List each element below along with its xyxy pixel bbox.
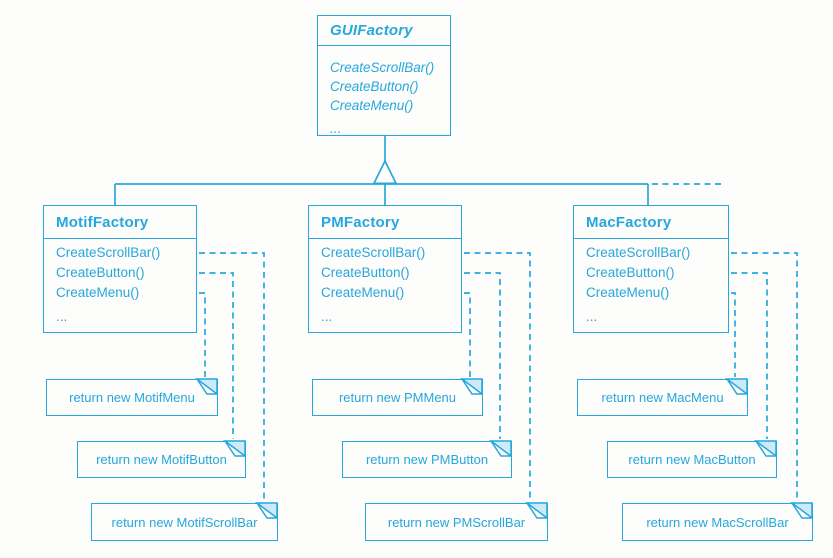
class-title: PMFactory xyxy=(309,206,461,239)
class-title: MotifFactory xyxy=(44,206,196,239)
method-ellipsis: ... xyxy=(56,309,68,324)
method: CreateMenu() xyxy=(321,285,405,300)
note-motifscrollbar: return new MotifScrollBar xyxy=(91,502,278,541)
method: CreateButton() xyxy=(330,79,419,94)
method: CreateScrollBar() xyxy=(330,60,435,75)
note-fold-icon xyxy=(222,440,246,458)
method: CreateMenu() xyxy=(330,98,414,113)
note-text: return new PMMenu xyxy=(338,390,457,405)
note-pmbutton: return new PMButton xyxy=(342,440,512,478)
note-fold-icon xyxy=(753,440,777,458)
method-ellipsis: ... xyxy=(330,121,342,136)
class-pmfactory: PMFactory CreateScrollBar() CreateButton… xyxy=(308,205,462,333)
method-ellipsis: ... xyxy=(321,309,333,324)
creates-dashed-link xyxy=(464,292,471,377)
method: CreateMenu() xyxy=(586,285,670,300)
note-macbutton: return new MacButton xyxy=(607,440,777,478)
note-text: return new MacButton xyxy=(628,452,756,467)
note-macmenu: return new MacMenu xyxy=(577,378,748,416)
note-text: return new MacMenu xyxy=(601,390,724,405)
note-text: return new PMScrollBar xyxy=(387,514,526,530)
method: CreateScrollBar() xyxy=(321,245,426,260)
note-text: return new MotifMenu xyxy=(69,390,195,405)
creates-dashed-link xyxy=(199,292,206,377)
note-pmscrollbar: return new PMScrollBar xyxy=(365,502,548,541)
inheritance-triangle-icon xyxy=(372,159,398,185)
note-fold-icon xyxy=(459,378,483,396)
note-text: return new MacScrollBar xyxy=(646,514,789,530)
class-title: GUIFactory xyxy=(318,16,450,46)
note-text: return new MotifButton xyxy=(96,452,227,467)
method-ellipsis: ... xyxy=(586,309,598,324)
note-text: return new PMButton xyxy=(365,452,489,467)
note-macscrollbar: return new MacScrollBar xyxy=(622,502,813,541)
note-motifbutton: return new MotifButton xyxy=(77,440,246,478)
class-title: MacFactory xyxy=(574,206,728,239)
note-motifmenu: return new MotifMenu xyxy=(46,378,218,416)
note-fold-icon xyxy=(254,502,278,520)
creates-dashed-link xyxy=(731,292,736,377)
method-list: CreateScrollBar() CreateButton() CreateM… xyxy=(318,46,450,138)
note-fold-icon xyxy=(789,502,813,520)
note-fold-icon xyxy=(194,378,218,396)
method: CreateMenu() xyxy=(56,285,140,300)
note-text: return new MotifScrollBar xyxy=(111,514,258,530)
method-list: CreateScrollBar() CreateButton() CreateM… xyxy=(574,239,728,327)
note-fold-icon xyxy=(724,378,748,396)
method-list: CreateScrollBar() CreateButton() CreateM… xyxy=(309,239,461,327)
method: CreateButton() xyxy=(321,265,410,280)
method: CreateScrollBar() xyxy=(56,245,161,260)
note-fold-icon xyxy=(488,440,512,458)
class-macfactory: MacFactory CreateScrollBar() CreateButto… xyxy=(573,205,729,333)
method-list: CreateScrollBar() CreateButton() CreateM… xyxy=(44,239,196,327)
method: CreateScrollBar() xyxy=(586,245,691,260)
method: CreateButton() xyxy=(56,265,145,280)
class-motiffactory: MotifFactory CreateScrollBar() CreateBut… xyxy=(43,205,197,333)
note-fold-icon xyxy=(524,502,548,520)
note-pmmenu: return new PMMenu xyxy=(312,378,483,416)
method: CreateButton() xyxy=(586,265,675,280)
class-guifactory: GUIFactory CreateScrollBar() CreateButto… xyxy=(317,15,451,136)
